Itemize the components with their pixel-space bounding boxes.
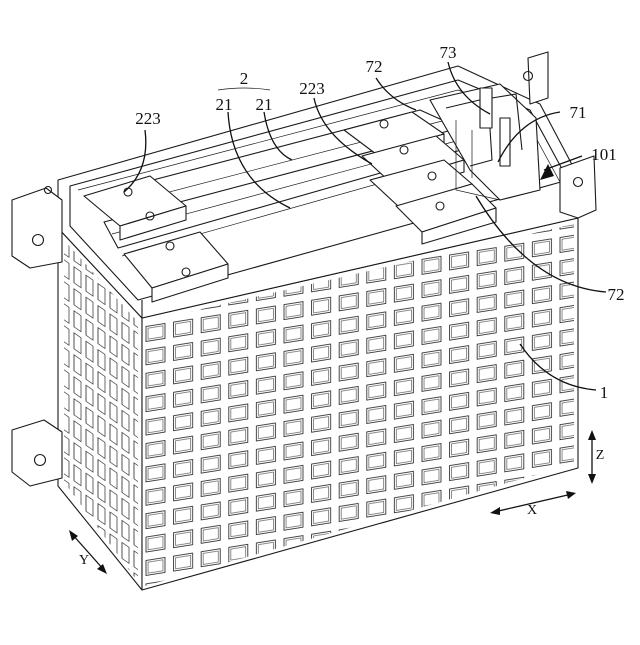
- label-223-center: 223: [299, 79, 325, 98]
- label-21-left: 21: [216, 95, 233, 114]
- label-73: 73: [440, 43, 457, 62]
- label-71: 71: [570, 103, 587, 122]
- label-1: 1: [600, 383, 609, 402]
- axis-z-label: Z: [596, 448, 605, 463]
- mounting-ear-left-upper: [12, 188, 62, 268]
- label-101: 101: [591, 145, 617, 164]
- terminal-post: [500, 118, 510, 166]
- terminal-post: [480, 88, 492, 128]
- axis-x-label: X: [527, 503, 537, 518]
- mounting-ear-left-lower: [12, 420, 62, 486]
- axis-y-label: Y: [79, 553, 89, 568]
- label-21-right: 21: [256, 95, 273, 114]
- mounting-ear-right-upper: [528, 52, 548, 104]
- label-72-top: 72: [366, 57, 383, 76]
- label-223-left: 223: [135, 109, 161, 128]
- label-2: 2: [240, 69, 249, 88]
- label-72-bottom: 72: [608, 285, 625, 304]
- bracket-2: [218, 88, 270, 90]
